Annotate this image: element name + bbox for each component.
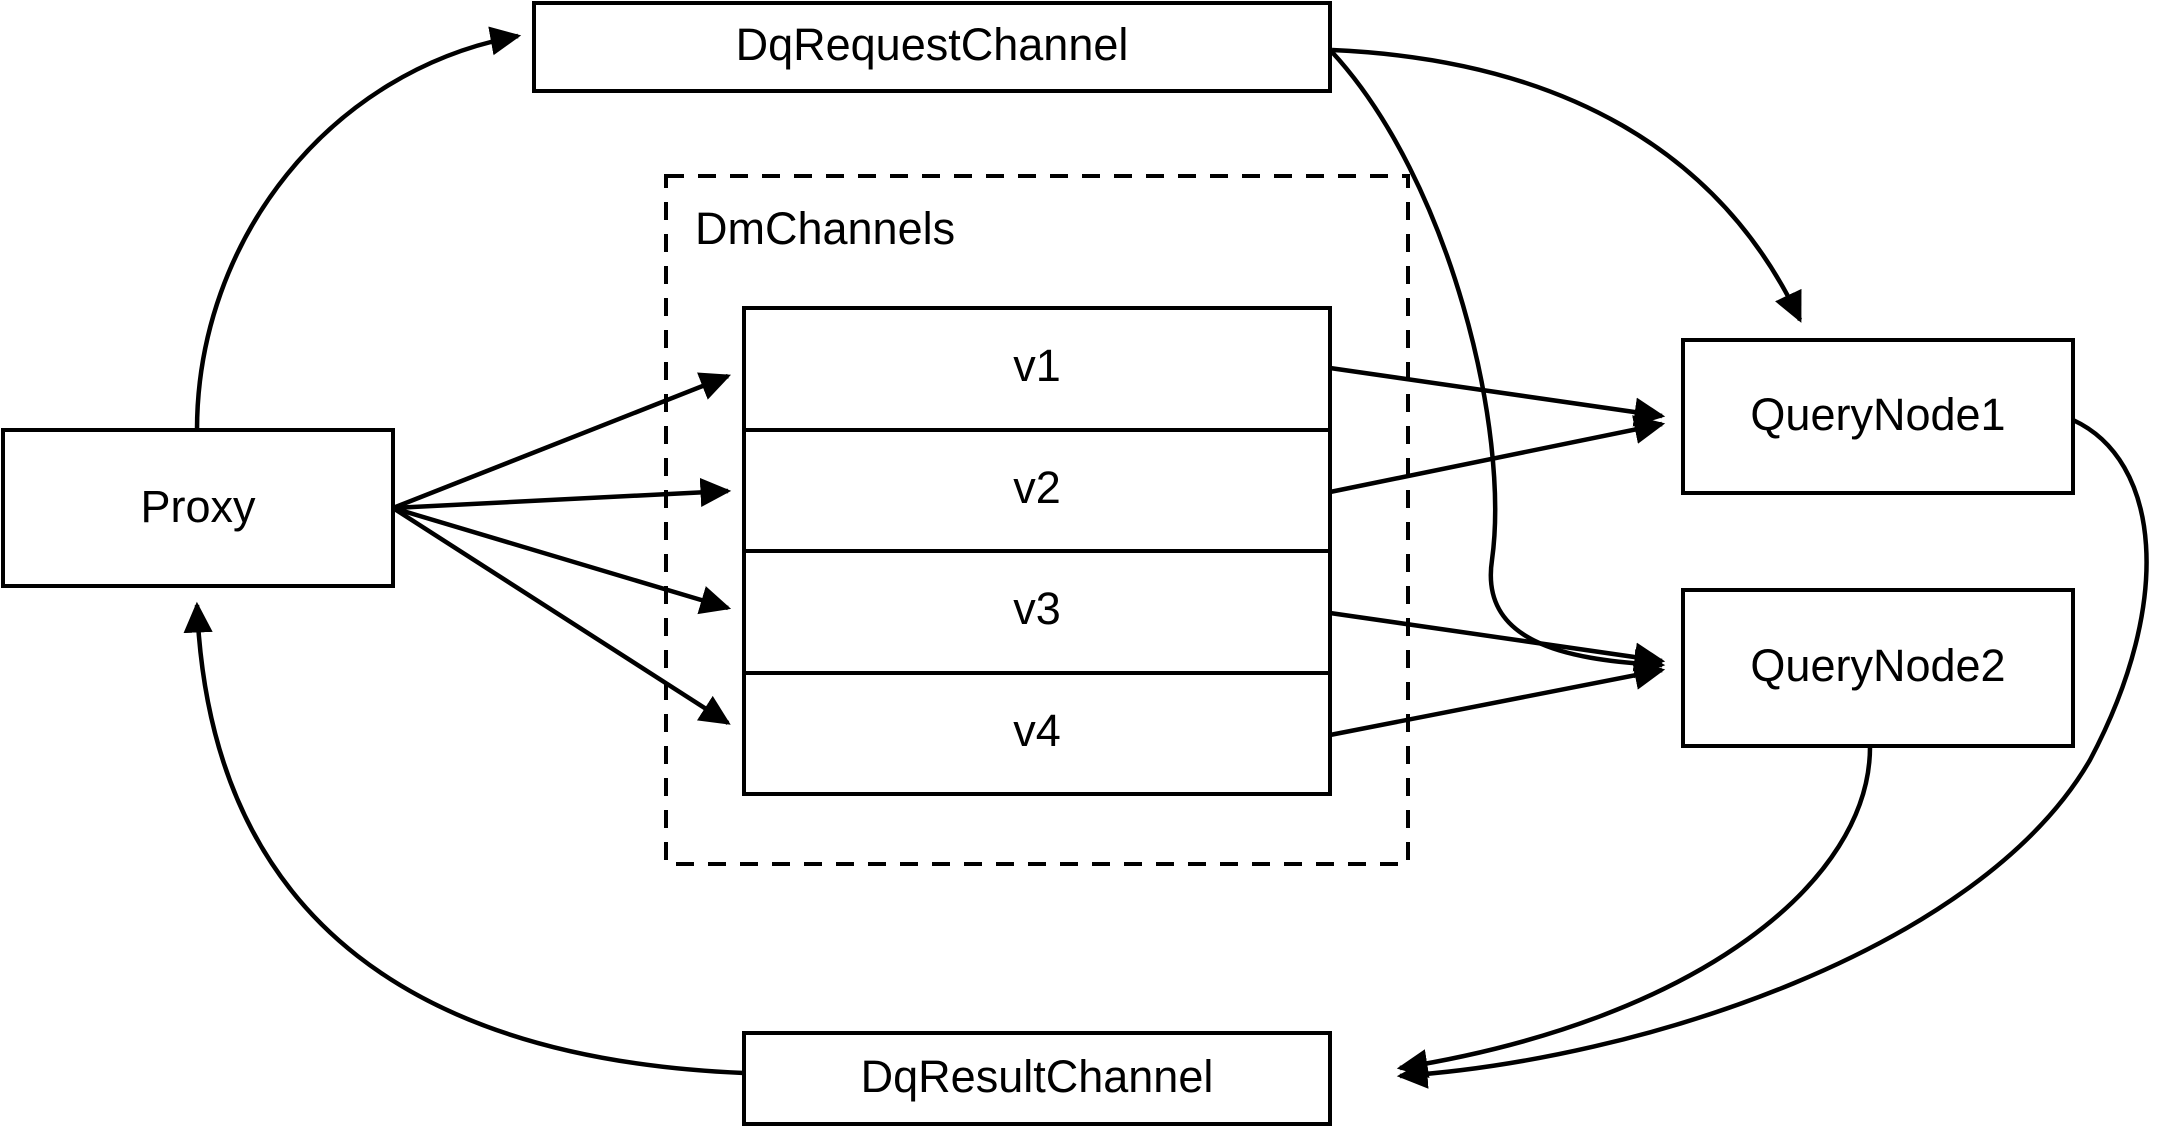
edge-proxy-to-dqrequestchannel [194, 26, 522, 431]
edge-querynode2-to-dqresultchannel [1396, 746, 1873, 1079]
edge-dqrequestchannel-to-querynode1 [1331, 47, 1803, 323]
node-query-node-2-box[interactable] [1681, 588, 2075, 748]
node-dq-result-channel-label: DqResultChannel [861, 1051, 1214, 1102]
edge-dqresultchannel-to-proxy [183, 601, 745, 1076]
edge-v2-to-querynode1 [1329, 415, 1666, 495]
dm-channels-group-border [664, 174, 1410, 866]
channel-row-v3-label[interactable]: v3 [1013, 583, 1061, 634]
channel-row-v1-label[interactable]: v1 [1013, 340, 1061, 391]
edge-layer [183, 26, 2149, 1089]
edge-proxy-to-v4 [391, 506, 731, 725]
node-dq-result-channel-box[interactable] [742, 1031, 1332, 1126]
dm-channels-group-label: DmChannels [695, 203, 955, 254]
node-dq-request-channel-label: DqRequestChannel [736, 19, 1129, 70]
node-proxy-label: Proxy [140, 481, 256, 532]
node-dq-request-channel-box[interactable] [532, 1, 1332, 93]
edge-proxy-to-v2 [392, 477, 732, 511]
edge-proxy-to-v1 [392, 372, 732, 511]
channel-table: v1 v2 v3 v4 [742, 306, 1332, 796]
node-dq-request-channel[interactable]: DqRequestChannel [532, 1, 1332, 93]
node-query-node-1[interactable]: QueryNode1 [1681, 338, 2075, 495]
channel-row-v2-label[interactable]: v2 [1013, 462, 1061, 513]
edge-v4-to-querynode2 [1329, 660, 1666, 738]
edge-dqrequestchannel-to-querynode2 [1330, 50, 1666, 679]
node-dq-result-channel[interactable]: DqResultChannel [742, 1031, 1332, 1126]
edge-querynode1-to-dqresultchannel [1396, 417, 2149, 1089]
channel-row-v4-label[interactable]: v4 [1013, 705, 1061, 756]
node-query-node-1-label: QueryNode1 [1750, 389, 2005, 440]
edge-proxy-to-v3 [392, 505, 732, 615]
edge-v1-to-querynode1 [1329, 365, 1666, 427]
edge-v3-to-querynode2 [1329, 610, 1666, 672]
node-proxy-box[interactable] [1, 428, 395, 588]
dm-channels-group: DmChannels [664, 174, 1410, 866]
node-query-node-2[interactable]: QueryNode2 [1681, 588, 2075, 748]
node-proxy[interactable]: Proxy [1, 428, 395, 588]
node-query-node-2-label: QueryNode2 [1750, 640, 2005, 691]
node-query-node-1-box[interactable] [1681, 338, 2075, 495]
